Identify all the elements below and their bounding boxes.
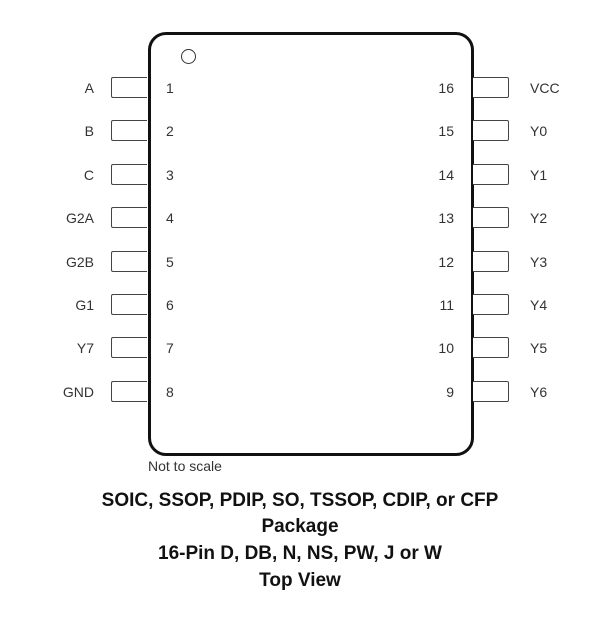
pin-2-label: B (84, 123, 94, 139)
pin-4-lead (111, 207, 147, 228)
caption-package-word: Package (261, 516, 339, 537)
pin-13-number: 13 (438, 210, 454, 226)
pin-10-lead (473, 337, 509, 358)
pin-12-number: 12 (438, 254, 454, 270)
pin-6-number: 6 (166, 297, 174, 313)
pin-8-number: 8 (166, 384, 174, 400)
pin-5-label: G2B (65, 254, 94, 270)
pin-8-label: GND (62, 384, 94, 400)
pin-3-number: 3 (166, 167, 174, 183)
pin-2-lead (111, 120, 147, 141)
pin-14-number: 14 (438, 167, 454, 183)
pin-15-number: 15 (438, 123, 454, 139)
pin-1-number: 1 (166, 80, 174, 96)
pin-1-label: A (84, 80, 94, 96)
caption-packages: SOIC, SSOP, PDIP, SO, TSSOP, CDIP, or CF… (101, 490, 499, 511)
pin-4-number: 4 (166, 210, 174, 226)
pin-12-label: Y3 (530, 254, 548, 270)
scale-note: Not to scale (148, 458, 222, 474)
pin-3-lead (111, 164, 147, 185)
pin-12-lead (473, 251, 509, 272)
pin-10-number: 10 (438, 340, 454, 356)
pin-15-lead (473, 120, 509, 141)
pin-13-label: Y2 (530, 210, 548, 226)
caption-view: Top View (259, 570, 341, 591)
ic-package-body (148, 32, 474, 456)
pin-10-label: Y5 (530, 340, 548, 356)
pin-14-lead (473, 164, 509, 185)
pin-9-number: 9 (446, 384, 454, 400)
overbar-g: G (65, 254, 77, 270)
pin-11-label: Y4 (530, 297, 548, 313)
pin1-marker-icon (181, 49, 196, 64)
pin-14-label: Y1 (530, 167, 548, 183)
pin-16-label: VCC (530, 80, 560, 96)
pin-5-lead (111, 251, 147, 272)
overbar-g: G (65, 210, 77, 226)
pin-8-lead (111, 381, 147, 402)
pin-4-label: G2A (65, 210, 94, 226)
pin-11-lead (473, 294, 509, 315)
caption-pin-variants: 16-Pin D, DB, N, NS, PW, J or W (158, 543, 442, 564)
pin-3-label: C (83, 167, 94, 183)
pin-2-number: 2 (166, 123, 174, 139)
pin-5-number: 5 (166, 254, 174, 270)
pin-1-lead (111, 77, 147, 98)
pin-9-label: Y6 (530, 384, 548, 400)
pin-11-number: 11 (439, 297, 454, 313)
pin-6-label: G1 (75, 297, 94, 313)
pin-16-number: 16 (438, 80, 454, 96)
pin-7-label: Y7 (76, 340, 94, 356)
pin-7-lead (111, 337, 147, 358)
pin-16-lead (473, 77, 509, 98)
pin-15-label: Y0 (530, 123, 548, 139)
pin-7-number: 7 (166, 340, 174, 356)
pin-6-lead (111, 294, 147, 315)
pin-9-lead (473, 381, 509, 402)
pin-13-lead (473, 207, 509, 228)
